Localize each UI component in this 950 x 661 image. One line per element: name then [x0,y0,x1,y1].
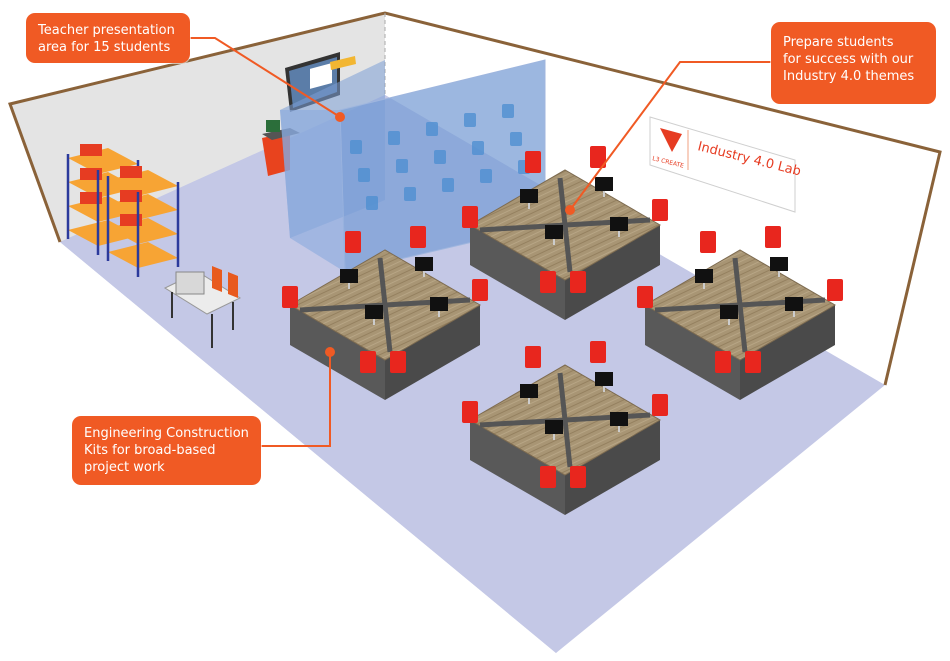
chair [410,226,426,248]
monitor [610,217,628,231]
desk-divider [377,257,393,353]
chair [570,271,586,293]
callout-line: area for 15 students [38,40,171,55]
callout-construction-kits: Engineering Construction Kits for broad-… [72,416,261,485]
chair [472,279,488,301]
student-chair [434,150,446,164]
chair [282,286,298,308]
teacher-leader [190,37,341,118]
shelf-level [108,242,178,268]
monitor [595,177,613,191]
student-chair [350,140,362,154]
monitor [720,305,738,319]
monitor [365,305,383,319]
storage-box [120,214,142,226]
desk-cluster-back [462,146,668,320]
callout-line: project work [84,460,165,475]
callout-line: Kits for broad-based [84,443,216,458]
storage-box [120,166,142,178]
student-chair [510,132,522,146]
chair [827,279,843,301]
monitor [770,257,788,271]
student-chair [358,168,370,182]
monitor [415,257,433,271]
monitor [595,372,613,386]
monitor [695,269,713,283]
desk-side [470,225,565,320]
student-chair [480,169,492,183]
desk-side [740,305,835,400]
chair [590,146,606,168]
callout-line: Teacher presentation [38,23,175,38]
student-chair [396,159,408,173]
student-chair [472,141,484,155]
chair [715,351,731,373]
student-chair [426,122,438,136]
chair [637,286,653,308]
callout-line: Industry 4.0 themes [783,69,915,84]
student-chair [464,113,476,127]
monitor [520,384,538,398]
chair [700,231,716,253]
chair [570,466,586,488]
shelf-level [68,220,138,246]
student-chair [442,178,454,192]
kits-leader [261,352,331,447]
callout-industry-themes: Prepare students for success with our In… [771,22,936,104]
monitor [785,297,803,311]
floor-front [60,95,885,653]
desk-side [565,225,660,320]
callout-teacher-presentation: Teacher presentation area for 15 student… [26,13,190,63]
desk-side [645,305,740,400]
chair [590,341,606,363]
monitor [430,297,448,311]
storage-box [80,168,102,180]
desk-cluster-left [282,226,488,400]
desk-side [385,305,480,400]
desk-cluster-right [637,226,843,400]
storage-box [120,190,142,202]
desk-divider [557,372,573,468]
storage-box [80,192,102,204]
chair [540,466,556,488]
chair [390,351,406,373]
workstation-table [163,266,242,348]
student-chair [502,104,514,118]
callout-line: Prepare students [783,35,894,50]
monitor [340,269,358,283]
monitor [545,225,563,239]
chair [652,394,668,416]
chair [745,351,761,373]
chair [360,351,376,373]
industry-leader [569,61,771,211]
chair [462,401,478,423]
desk-side [470,420,565,515]
chair [345,231,361,253]
desk-divider [557,177,573,273]
callout-line: Engineering Construction [84,426,249,441]
student-chair [388,131,400,145]
monitor [520,189,538,203]
desk-cluster-front [462,341,668,515]
chair [462,206,478,228]
desk-side [565,420,660,515]
storage-shelving [66,144,180,277]
callout-line: for success with our [783,52,914,67]
glass-partition [280,59,546,273]
chair [540,271,556,293]
student-chair [404,187,416,201]
chair [525,346,541,368]
monitor [610,412,628,426]
chair [765,226,781,248]
storage-box [80,144,102,156]
chair [652,199,668,221]
desk-side [290,305,385,400]
chair [525,151,541,173]
student-chair [366,196,378,210]
desk-divider [732,257,748,353]
leader-lines [190,37,771,447]
monitor [545,420,563,434]
